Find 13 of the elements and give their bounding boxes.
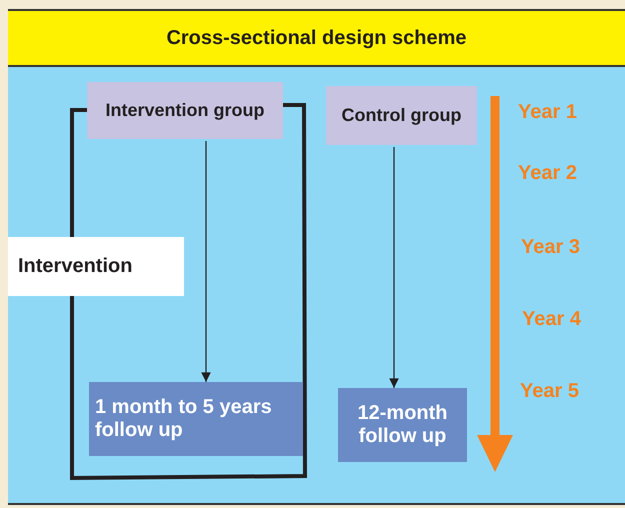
intervention-label-box: Intervention (8, 237, 184, 296)
year-label: Year 1 (518, 101, 577, 124)
group-box: Control group (326, 86, 477, 145)
year-label: Year 2 (518, 162, 577, 185)
group-box: Intervention group (87, 82, 283, 139)
title-banner: Cross-sectional design scheme (8, 9, 625, 67)
arrow (389, 147, 399, 388)
year-label: Year 3 (521, 236, 580, 259)
year-label: Year 4 (522, 308, 581, 331)
follow-up-box: 12-month follow up (338, 388, 467, 462)
arrow (201, 141, 211, 382)
year-label: Year 5 (520, 380, 579, 403)
follow-up-box: 1 month to 5 years follow up (89, 382, 303, 456)
